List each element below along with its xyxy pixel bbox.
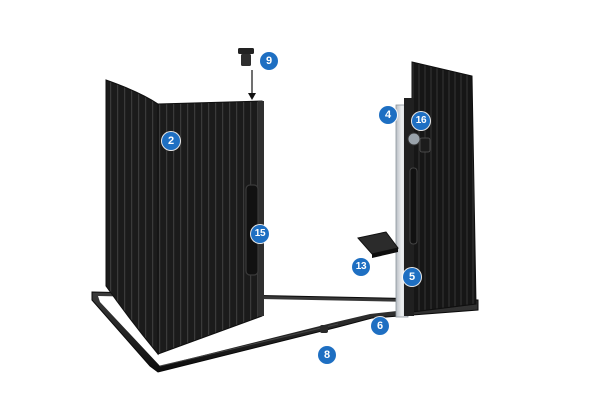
- callout-9: 9: [260, 52, 278, 70]
- callout-16: 16: [412, 112, 430, 130]
- left-shutter-panel: [105, 79, 264, 356]
- lock-pin-8: [320, 325, 328, 333]
- callout-6: 6: [371, 317, 389, 335]
- callout-2: 2: [162, 132, 180, 150]
- callout-13: 13: [352, 258, 370, 276]
- callout-8: 8: [318, 346, 336, 364]
- stand-bracket-13: [357, 231, 399, 258]
- callout-5: 5: [403, 268, 421, 286]
- lock-16: [407, 132, 421, 146]
- right-handle: [409, 167, 418, 245]
- callout-15: 15: [251, 225, 269, 243]
- callout-4: 4: [379, 106, 397, 124]
- top-insert-9: [238, 48, 256, 100]
- right-shutter-panel: [395, 61, 477, 318]
